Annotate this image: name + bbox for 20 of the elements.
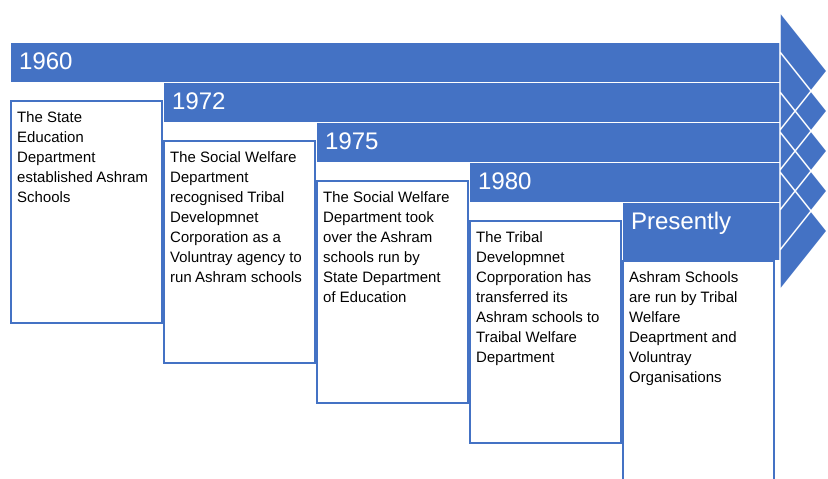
year-banner — [316, 122, 780, 162]
year-label: Presently — [631, 208, 732, 236]
event-description: The Tribal Developmnet Coprporation has transferred its Ashram schools to Traibal Welfare Department — [476, 228, 600, 368]
year-banner — [10, 42, 780, 82]
year-label: 1972 — [172, 88, 226, 116]
year-banner — [622, 202, 780, 260]
year-banner — [469, 162, 780, 202]
year-label: 1975 — [325, 128, 378, 156]
event-box — [622, 260, 775, 479]
event-description: Ashram Schools are run by Tribal Welfare Deaprtment and Voluntray Organisations — [629, 268, 740, 388]
event-description: The State Education Department established Ashram Schools — [17, 108, 149, 208]
year-label: 1980 — [478, 168, 532, 196]
event-box — [469, 220, 622, 444]
year-banner — [163, 82, 780, 122]
event-box — [10, 100, 163, 324]
event-description: The Social Welfare Department took over the Ashram schools run by State Department of Education — [323, 188, 450, 308]
event-box — [316, 180, 469, 404]
year-label: 1960 — [19, 48, 72, 76]
event-box — [163, 140, 316, 364]
event-description: The Social Welfare Department recognised Tribal Developmnet Corporation as a Voluntray agency to run Ashram schools — [170, 148, 302, 288]
